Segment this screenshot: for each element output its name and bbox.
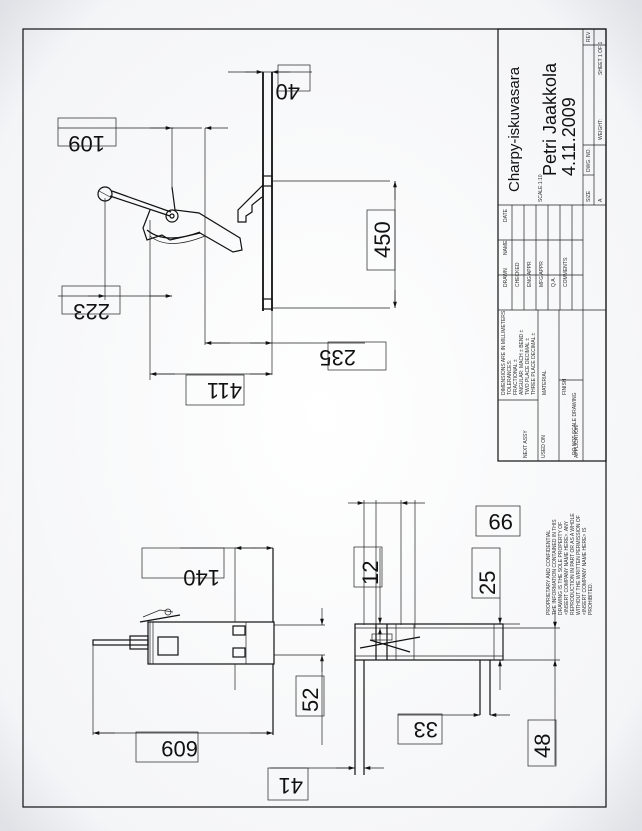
title-block: DRAWN CHECKED ENG APPR MFG APPR Q.A. COM… bbox=[497, 28, 607, 462]
dim-33: 33 bbox=[414, 717, 438, 742]
view-end bbox=[354, 623, 504, 775]
dim-99-box bbox=[475, 505, 521, 537]
dim-223: 223 bbox=[73, 299, 110, 324]
tb-checked: CHECKED bbox=[515, 262, 521, 287]
tb-rev: REV bbox=[586, 31, 592, 42]
view-side-pendulum bbox=[97, 72, 390, 311]
tb-eng-appr: ENG APPR bbox=[527, 261, 533, 287]
svg-text:DRAWING IS THE SOLE PROPERTY O: DRAWING IS THE SOLE PROPERTY OF bbox=[558, 522, 564, 615]
drawing-title: Charpy-iskuvasara bbox=[506, 66, 523, 192]
dim-12: 12 bbox=[358, 561, 383, 585]
dim-25-box bbox=[471, 547, 501, 599]
tb-comments: COMMENTS: bbox=[563, 256, 569, 287]
dim-109: 109 bbox=[68, 131, 105, 156]
tb-used-on: USED ON bbox=[541, 435, 547, 458]
svg-text:WITHOUT THE WRITTEN PERMISSION: WITHOUT THE WRITTEN PERMISSION OF bbox=[576, 515, 582, 615]
dim-41: 41 bbox=[279, 773, 303, 798]
dim-235-box bbox=[327, 341, 387, 371]
tb-sheet: SHEET 1 OF 1 bbox=[598, 42, 604, 75]
dim-450: 450 bbox=[370, 221, 395, 258]
tb-name-col: NAME bbox=[503, 240, 509, 255]
svg-text:<INSERT COMPANY NAME HERE>. AN: <INSERT COMPANY NAME HERE>. ANY bbox=[564, 520, 570, 615]
tb-three-place: THREE PLACE DECIMAL ± bbox=[531, 332, 537, 395]
dim-99: 99 bbox=[489, 509, 513, 534]
svg-text:THE INFORMATION CONTAINED IN T: THE INFORMATION CONTAINED IN THIS bbox=[552, 519, 558, 615]
tb-material: MATERIAL bbox=[542, 370, 548, 395]
dim-52: 52 bbox=[298, 688, 323, 712]
proprietary-note: PROPRIETARY AND CONFIDENTIAL THE INFORMA… bbox=[546, 513, 594, 615]
dim-450-box bbox=[366, 209, 396, 271]
dim-609-box bbox=[135, 731, 199, 763]
tb-date-col: DATE bbox=[503, 208, 509, 222]
dim-235: 235 bbox=[319, 345, 356, 370]
designer-name: Petri Jaakkola bbox=[540, 62, 560, 176]
tb-do-not-scale: DO NOT SCALE DRAWING bbox=[572, 392, 578, 455]
dim-140: 140 bbox=[183, 565, 220, 590]
tb-tolerances: TOLERANCES: bbox=[507, 360, 513, 395]
tb-fractional: FRACTIONAL ± bbox=[513, 359, 519, 395]
dim-223-box bbox=[61, 285, 121, 315]
dim-48: 48 bbox=[530, 734, 555, 758]
svg-text:<INSERT COMPANY NAME HERE> IS: <INSERT COMPANY NAME HERE> IS bbox=[582, 527, 588, 615]
svg-text:PROHIBITED.: PROHIBITED. bbox=[588, 583, 594, 615]
tb-units: DIMENSIONS ARE IN MILLIMETERS bbox=[501, 310, 507, 395]
tb-drawn: DRAWN bbox=[503, 268, 509, 287]
tb-application: APPLICATION bbox=[574, 425, 580, 458]
dim-411-box bbox=[185, 374, 245, 406]
view-front bbox=[92, 548, 275, 735]
tb-two-place: TWO PLACE DECIMAL ± bbox=[525, 338, 531, 395]
dim-411: 411 bbox=[207, 378, 242, 403]
drawing-date: 4.11.2009 bbox=[559, 97, 579, 176]
tb-finish: FINISH bbox=[562, 378, 568, 395]
svg-text:REPRODUCTION IN PART OR AS A W: REPRODUCTION IN PART OR AS A WHOLE bbox=[570, 513, 576, 615]
tb-mfg-appr: MFG APPR bbox=[539, 261, 545, 287]
dim-12-box bbox=[353, 546, 383, 588]
tb-next-assy: NEXT ASSY bbox=[523, 430, 529, 458]
dim-140-box bbox=[141, 547, 225, 579]
dim-33-box bbox=[397, 713, 443, 745]
dim-40: 40 bbox=[276, 79, 300, 104]
dim-lines-front bbox=[92, 546, 325, 745]
tb-qa: Q.A. bbox=[551, 277, 557, 287]
tb-size-value: A bbox=[598, 198, 604, 202]
dim-41-box bbox=[267, 767, 309, 801]
tb-dwg-no: DWG. NO. bbox=[586, 148, 592, 172]
dim-25: 25 bbox=[475, 571, 500, 595]
tb-size: SIZE bbox=[586, 190, 592, 202]
dim-109-box bbox=[57, 117, 117, 147]
dim-40-box bbox=[277, 64, 311, 92]
dim-609: 609 bbox=[161, 736, 198, 761]
tb-angular: ANGULAR: MACH ± BEND ± bbox=[519, 330, 525, 395]
dim-lines-end bbox=[270, 500, 560, 770]
dim-48-box bbox=[527, 719, 557, 767]
svg-text:PROPRIETARY AND CONFIDENTIAL: PROPRIETARY AND CONFIDENTIAL bbox=[546, 530, 552, 615]
tb-scale: SCALE:1:10 bbox=[538, 174, 544, 202]
tb-weight: WEIGHT: bbox=[598, 119, 604, 140]
dim-52-box bbox=[295, 675, 325, 717]
